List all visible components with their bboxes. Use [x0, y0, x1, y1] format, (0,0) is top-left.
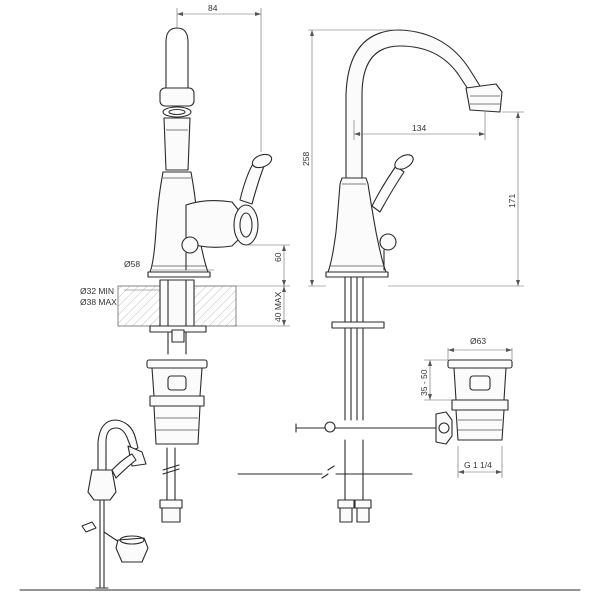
dim-thread: G 1 1/4 — [464, 460, 492, 470]
dim-134: 134 — [412, 123, 426, 133]
front-dimensions: 84 Ø58 Ø32 MIN Ø38 MAX 60 40 MAX — [80, 3, 290, 327]
dim-84: 84 — [208, 3, 218, 13]
dim-40-max: 40 MAX — [273, 291, 283, 322]
dim-35-50: 35 - 50 — [419, 369, 429, 396]
dim-hole-max: Ø38 MAX — [80, 297, 117, 307]
front-view — [117, 27, 273, 523]
dim-63: Ø63 — [470, 336, 486, 346]
iso-view — [81, 419, 149, 589]
side-dimensions: 258 134 171 Ø63 35 - 50 G 1 1/4 — [301, 29, 524, 478]
dim-60: 60 — [273, 252, 283, 262]
dim-hole-min: Ø32 MIN — [80, 286, 114, 296]
dim-58: Ø58 — [124, 259, 140, 269]
dim-258: 258 — [301, 152, 311, 166]
side-view — [237, 29, 513, 523]
dim-171: 171 — [507, 194, 517, 208]
